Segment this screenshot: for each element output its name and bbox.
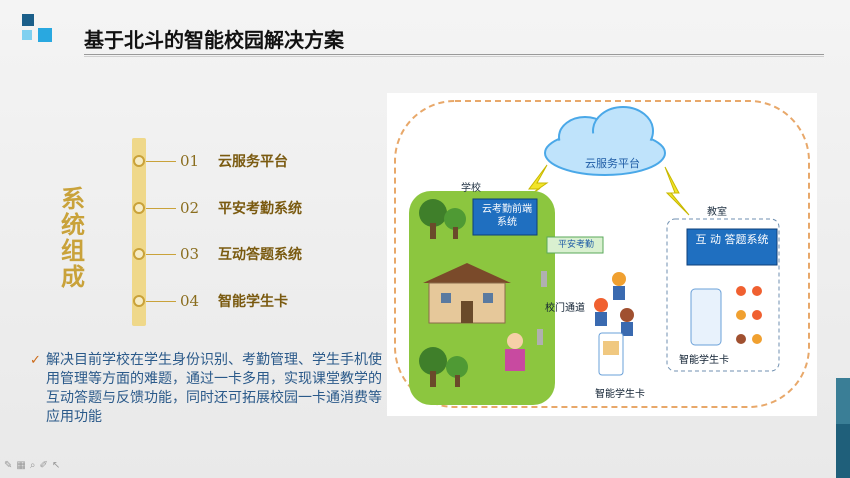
classroom-students-icon	[736, 286, 762, 344]
safe-attendance-label: 平安考勤	[557, 240, 594, 250]
check-icon: ✓	[30, 353, 41, 368]
gate-icon	[537, 271, 547, 345]
student-card-icon	[598, 288, 722, 376]
front-system-box	[472, 198, 538, 236]
ring-icon	[133, 155, 145, 167]
school-label: 学校	[461, 183, 481, 194]
description-note: ✓ 解决目前学校在学生身份识别、考勤管理、学生手机使用管理等方面的难题，通过一卡…	[30, 352, 382, 425]
page-title: 基于北斗的智能校园解决方案	[84, 28, 344, 52]
logo-squares	[12, 8, 56, 52]
side-accent-tab	[836, 424, 850, 478]
ring-icon	[133, 202, 145, 214]
answer-system-label: 互 动 答题系统	[695, 233, 769, 246]
answer-system-box	[686, 228, 778, 266]
system-diagram: 云服务平台 学校 教室 云考勤前端系统 平安考勤 互 动 答题系统 校门通道 智…	[387, 93, 817, 416]
student-card-label: 智能学生卡	[679, 355, 729, 366]
tree-icon	[419, 199, 468, 387]
title-divider	[84, 54, 824, 55]
system-composition-heading: 系统组成	[61, 185, 85, 291]
pen-icon[interactable]: ✎	[4, 460, 17, 471]
classroom-label: 教室	[707, 207, 727, 218]
ring-icon	[133, 248, 145, 260]
gate-label: 校门通道	[545, 303, 585, 314]
teacher-icon	[505, 333, 525, 371]
school-building-icon	[423, 263, 511, 324]
students-icon	[594, 272, 634, 336]
front-system-label: 云考勤前端系统	[482, 204, 532, 228]
pointer-icon[interactable]: ↖	[51, 460, 65, 471]
search-icon[interactable]: ⌕	[29, 460, 40, 471]
slide-tools[interactable]: ✎▦⌕✐↖	[4, 460, 64, 471]
cloud-platform-label: 云服务平台	[585, 157, 640, 170]
grid-icon[interactable]: ▦	[16, 460, 30, 471]
side-accent-tab	[836, 378, 850, 424]
student-card-label: 智能学生卡	[595, 389, 645, 400]
brush-icon[interactable]: ✐	[39, 460, 52, 471]
timeline-bar	[132, 138, 146, 326]
ring-icon	[133, 295, 145, 307]
cloud-icon	[544, 106, 666, 176]
